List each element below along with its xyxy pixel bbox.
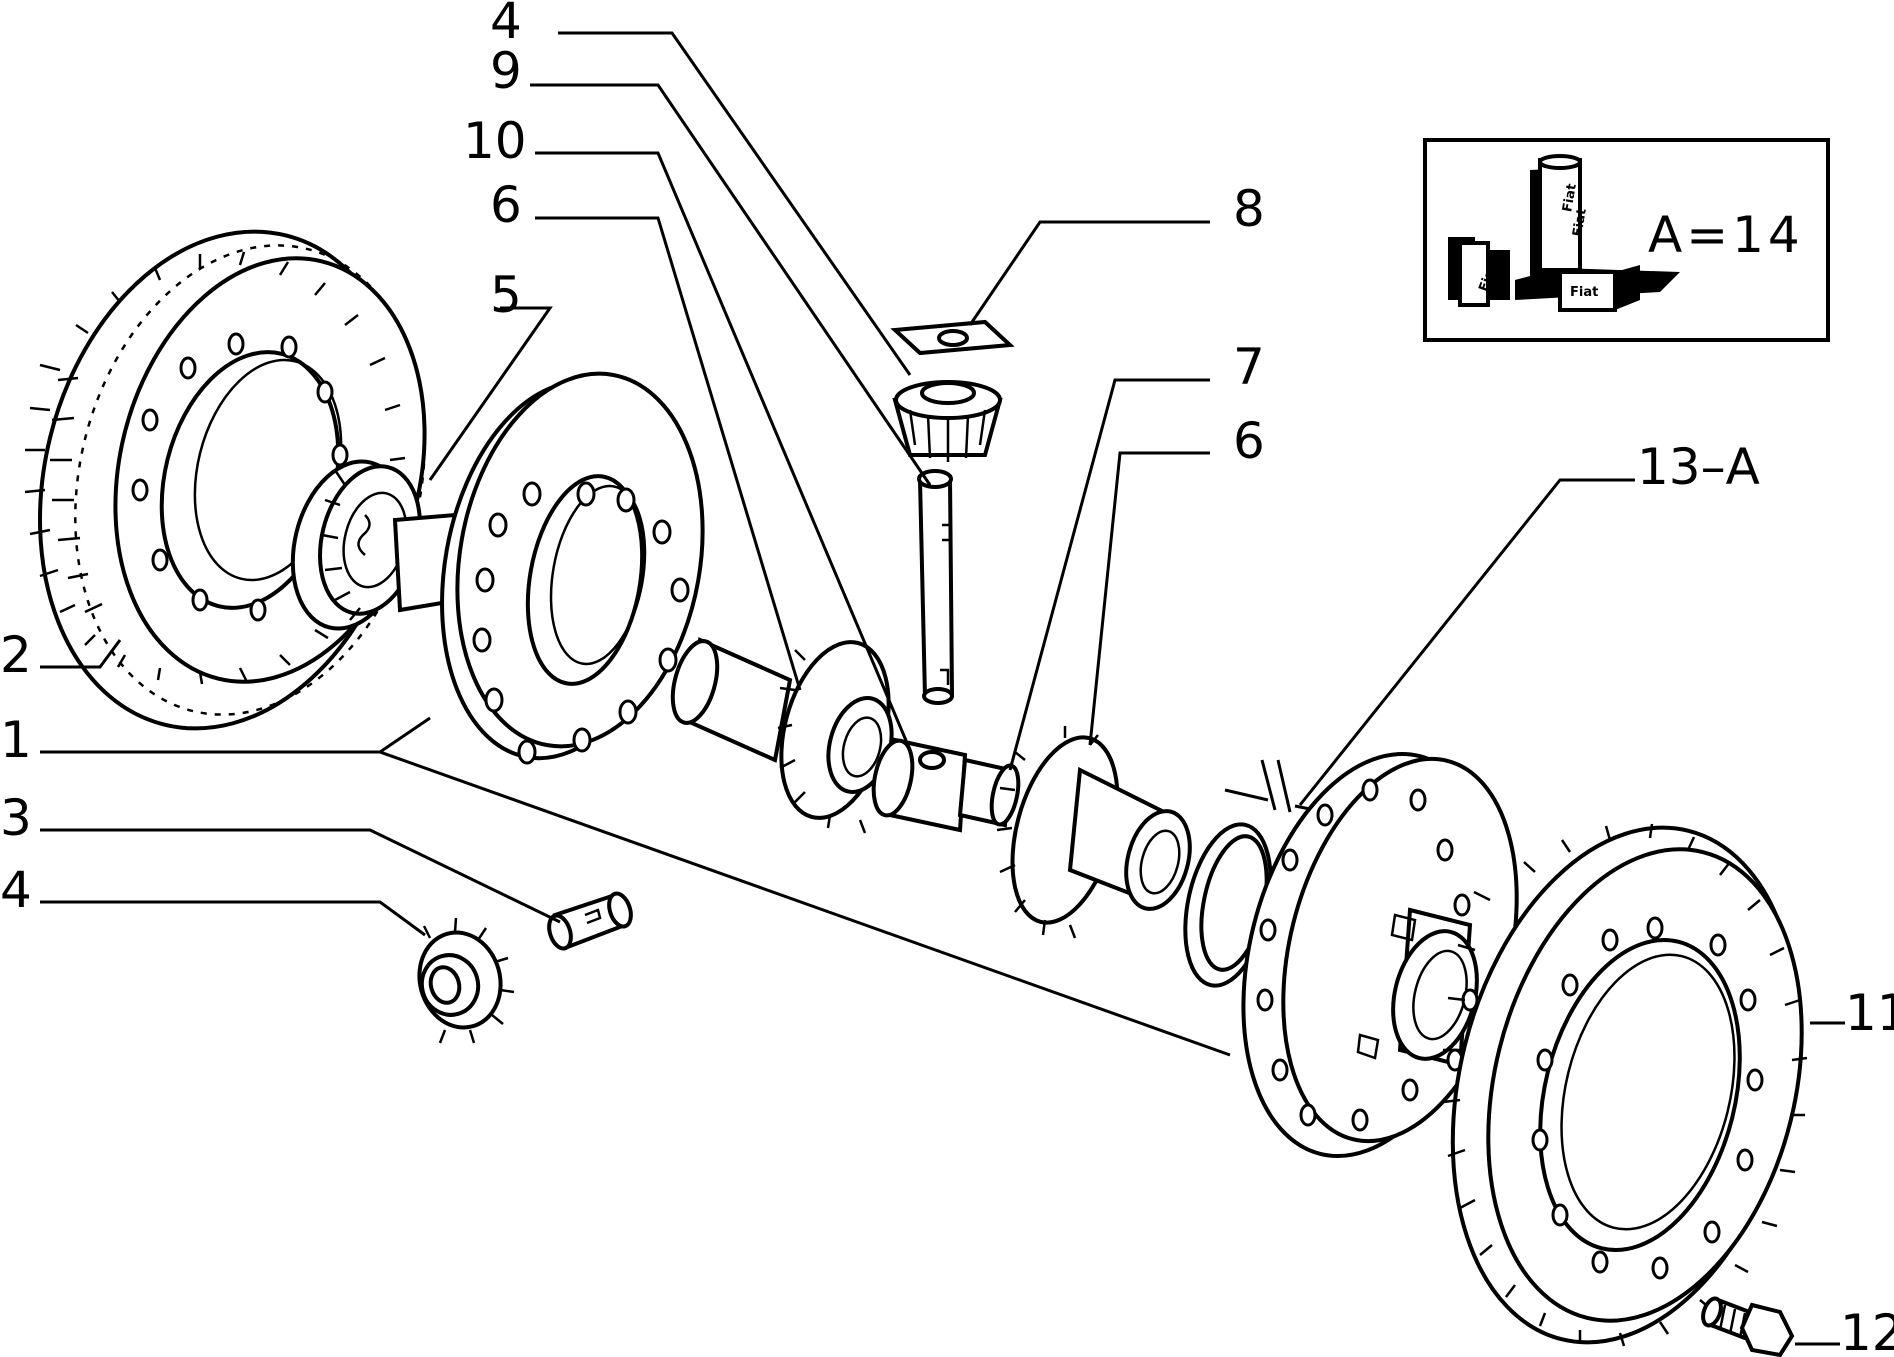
bolt-12 (1701, 1296, 1795, 1357)
thrust-washer-8 (890, 319, 1015, 356)
leader-3 (40, 828, 561, 924)
callout-9: 9 (490, 42, 522, 100)
bearing-5 (290, 459, 422, 631)
leader-4-top (558, 31, 912, 376)
callout-4-top: 4 (490, 0, 522, 50)
leader-1 (40, 716, 1231, 1057)
spacer-block-10 (871, 737, 1013, 833)
pinion-shaft-9 (917, 469, 955, 705)
leader-5 (428, 306, 553, 481)
callout-7: 7 (1233, 338, 1265, 396)
callout-1: 1 (0, 711, 32, 769)
leader-7 (1008, 378, 1210, 771)
callout-13a: 13–A (1637, 438, 1760, 496)
callout-11: 11 (1845, 984, 1894, 1042)
leader-8 (968, 220, 1210, 326)
callout-2: 2 (0, 626, 32, 684)
callout-5: 5 (490, 266, 522, 324)
leader-2 (40, 639, 122, 669)
pin-3 (547, 891, 633, 951)
brand-label-2: Fiat (1560, 183, 1580, 214)
leader-13a (1298, 478, 1635, 806)
differential-case-left (392, 371, 705, 765)
brand-label-4: Fiat (1570, 285, 1598, 300)
planet-pinion-bottom (417, 917, 515, 1044)
lubricant-containers-icon: Fiat Fiat Fiat Fiat (1448, 154, 1680, 312)
ring-gear-right (1442, 823, 1808, 1347)
callout-10: 10 (463, 112, 527, 170)
lubricant-legend-box: Fiat Fiat Fiat Fiat A=14 (1423, 138, 1830, 342)
leader-10 (535, 151, 912, 751)
ring-gear-right-bolt-holes (1531, 916, 1764, 1280)
leader-9 (530, 83, 932, 486)
ring-gear-right-teeth (1442, 823, 1808, 1347)
side-gear-left (670, 637, 894, 834)
leader-6-right (1088, 451, 1210, 746)
callout-6-left: 6 (490, 176, 522, 234)
brand-label-3: Fiat (1570, 207, 1590, 238)
leader-lines (40, 31, 1845, 1346)
callout-6-right: 6 (1233, 412, 1265, 470)
callout-4-bottom: 4 (0, 861, 32, 919)
leader-6-left (535, 216, 802, 691)
leader-4-bottom (40, 900, 426, 937)
planet-pinion-top (892, 380, 1003, 462)
lubricant-spec-label: A=14 (1648, 206, 1804, 264)
differential-case-left-bolt-holes (472, 481, 690, 765)
callout-3: 3 (0, 789, 32, 847)
callout-12: 12 (1840, 1304, 1894, 1357)
callout-8: 8 (1233, 180, 1265, 238)
side-gear-right (996, 726, 1192, 939)
differential-case-right (1241, 751, 1519, 1159)
